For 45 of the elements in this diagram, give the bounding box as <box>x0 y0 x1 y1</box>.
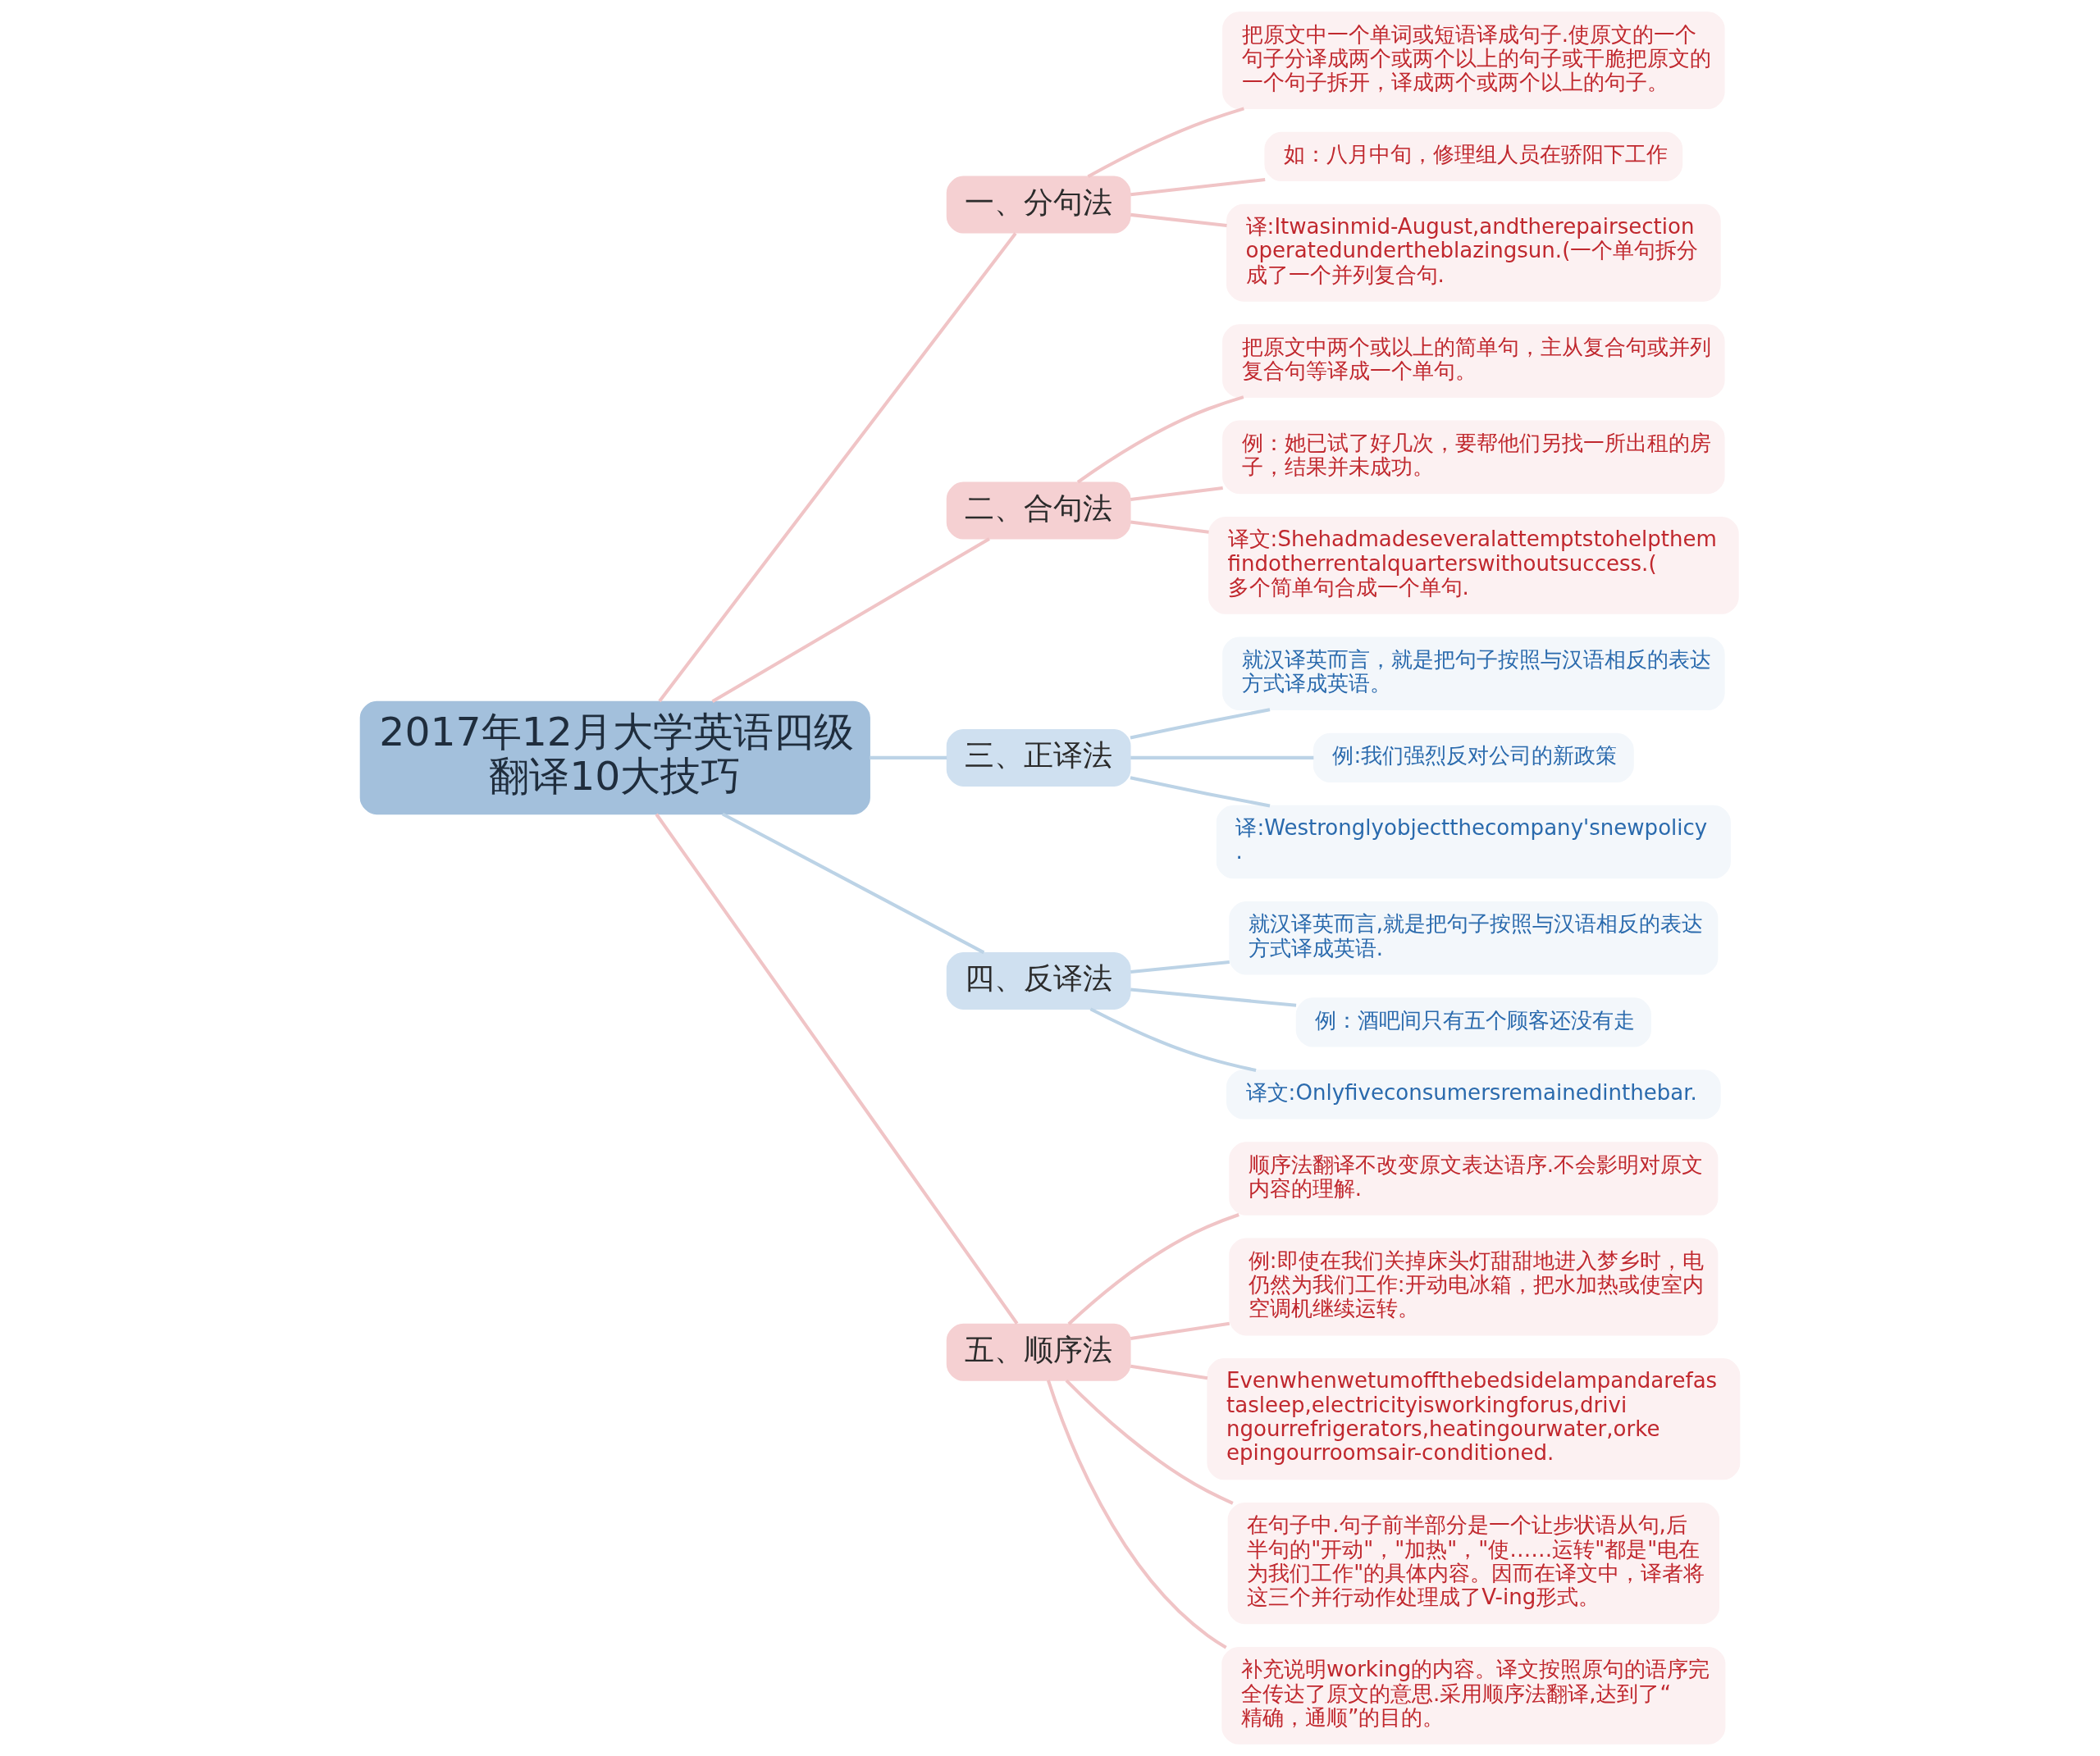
node-box: Evenwhenwetumoffthebedsidelampandarefastasleep,electricityisworkingforus,drivingourrefrigerators,heatingourwater,orkeepingourroomsair-conditioned. <box>1207 1358 1741 1480</box>
node-box: 例:即使在我们关掉床头灯甜甜地进入梦乡时，电仍然为我们工作:开动电冰箱，把水加热或使室内空调机继续运转。 <box>1229 1238 1719 1336</box>
node-box: 把原文中两个或以上的简单句，主从复合句或并列复合句等译成一个单句。 <box>1222 324 1725 398</box>
node-box: 二、合句法 <box>946 481 1131 540</box>
connector <box>658 232 1017 703</box>
connector <box>1130 1364 1208 1380</box>
node-box: 译:Westronglyobjectthecompany'snewpolicy. <box>1216 805 1731 879</box>
connector <box>721 812 985 955</box>
connector <box>1130 987 1297 1007</box>
connector <box>1130 755 1314 759</box>
connector <box>1130 178 1266 197</box>
connector <box>1076 395 1244 484</box>
node-box: 在句子中.句子前半部分是一个让步状语从句,后半句的"开动"，"加热"，"使……运转"都是"电在为我们工作"的具体内容。因而在译文中，译者将这三个并行动作处理成了V-ing形式。 <box>1227 1503 1720 1625</box>
node-box: 就汉译英而言,就是把句子按照与汉语相反的表达方式译成英语. <box>1229 901 1719 975</box>
connector <box>1130 212 1227 227</box>
connector <box>870 755 947 759</box>
connector <box>1130 520 1209 534</box>
connector <box>1067 1213 1239 1325</box>
node-box: 译文:Shehadmadeseveralattemptstohelpthemfindotherrentalquarterswithoutsuccess.(多个简单句合成一个单句. <box>1208 516 1739 614</box>
node-box: 顺序法翻译不改变原文表达语序.不会影明对原文内容的理解. <box>1229 1142 1719 1216</box>
connector <box>1130 486 1223 501</box>
connector <box>1130 708 1271 740</box>
node-box: 译文:Onlyfiveconsumersremainedinthebar. <box>1226 1070 1721 1120</box>
node-box: 例：酒吧间只有五个顾客还没有走 <box>1295 997 1651 1047</box>
connector <box>1130 960 1230 974</box>
node-box: 三、正译法 <box>946 728 1131 787</box>
node-box: 例:我们强烈反对公司的新政策 <box>1312 732 1634 783</box>
connector <box>1046 1380 1227 1649</box>
node-box: 2017年12月大学英语四级翻译10大技巧 <box>359 700 870 815</box>
node-box: 补充说明working的内容。译文按照原句的语序完全传达了原文的意思.采用顺序法翻译,达到了“精确，通顺”的目的。 <box>1221 1646 1726 1745</box>
node-box: 一、分句法 <box>946 176 1131 234</box>
node-box: 例：她已试了好几次，要帮他们另找一所出租的房子，结果并未成功。 <box>1222 420 1725 495</box>
node-box: 如：八月中旬，修理组人员在骄阳下工作 <box>1264 131 1683 182</box>
connector <box>1087 107 1244 179</box>
connector <box>711 537 990 703</box>
connector <box>1089 1007 1257 1073</box>
connector <box>655 813 1019 1325</box>
connector <box>1130 776 1271 808</box>
node-box: 就汉译英而言，就是把句子按照与汉语相反的表达方式译成英语。 <box>1222 636 1725 711</box>
connector <box>1065 1379 1234 1505</box>
node-box: 四、反译法 <box>946 951 1131 1010</box>
node-box: 五、顺序法 <box>946 1323 1131 1381</box>
connector <box>1130 1321 1230 1341</box>
node-box: 把原文中一个单词或短语译成句子.使原文的一个句子分译成两个或两个以上的句子或干脆把原文的一个句子拆开，译成两个或两个以上的句子。 <box>1222 11 1725 110</box>
node-box: 译:Itwasinmid-August,andtherepairsectionoperatedundertheblazingsun.(一个单句拆分成了一个并列复合句. <box>1226 203 1721 302</box>
